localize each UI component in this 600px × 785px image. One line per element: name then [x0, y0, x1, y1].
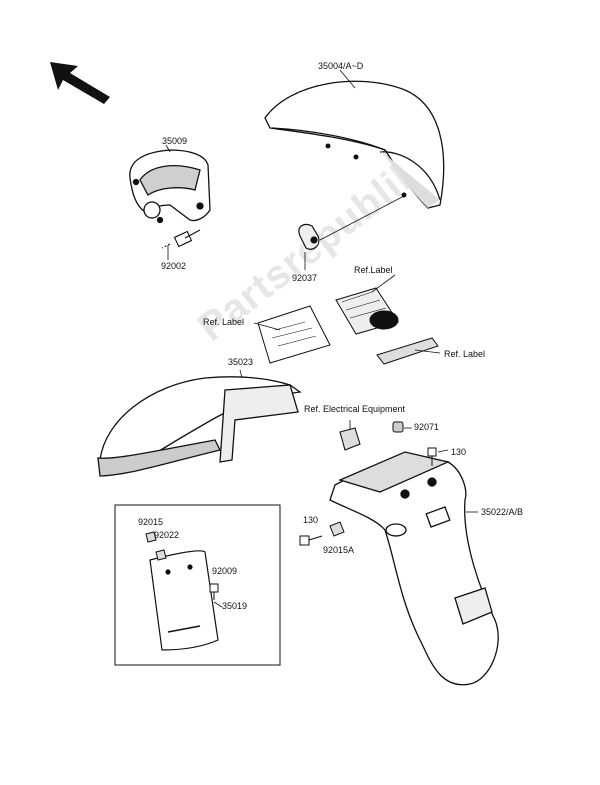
- rear-fender: [329, 451, 499, 686]
- ref-label-left: Ref. Label: [203, 317, 245, 327]
- part-130-left-label: 130: [303, 515, 319, 525]
- part-92009-label: 92009: [212, 566, 238, 576]
- part-130-right-label: 130: [451, 447, 467, 457]
- mudflap-inset-box: [114, 504, 281, 666]
- nut-92015: [145, 531, 167, 561]
- cap-92071: [392, 421, 404, 433]
- bolt-130-right: [427, 447, 437, 466]
- part-92071-label: 92071: [414, 422, 440, 432]
- direction-arrow-icon: [50, 62, 110, 104]
- part-35022-label: 35022/A/B: [481, 507, 524, 517]
- part-35023-label: 35023: [228, 357, 254, 367]
- part-92015-label: 92015: [138, 517, 164, 527]
- electrical-clip: [339, 427, 361, 451]
- part-92015A-label: 92015A: [323, 545, 355, 555]
- bolt-92002: [161, 229, 201, 249]
- front-fender: [264, 80, 445, 209]
- leader-35004: [339, 69, 356, 89]
- part-35019-label: 35019: [222, 601, 248, 611]
- rear-fender-upper: [97, 376, 302, 477]
- headlight-cover: [129, 149, 211, 224]
- mud-flap: [149, 550, 219, 651]
- bolt-130-left: [299, 535, 323, 546]
- part-35004-label: 35004/A~D: [318, 61, 364, 71]
- leader-92037: [319, 195, 405, 241]
- grommet: [298, 223, 320, 250]
- part-92002-label: 92002: [161, 261, 187, 271]
- ref-label-right: Ref. Label: [444, 349, 486, 359]
- ref-electrical-label: Ref. Electrical Equipment: [304, 404, 406, 414]
- part-92022-label: 92022: [154, 530, 180, 540]
- ref-label-decals: [257, 287, 439, 365]
- part-92037-label: 92037: [292, 273, 318, 283]
- nut-92015a: [329, 521, 345, 537]
- bolt-92009: [209, 583, 219, 600]
- part-35009-label: 35009: [162, 136, 188, 146]
- ref-label-top: Ref.Label: [354, 265, 393, 275]
